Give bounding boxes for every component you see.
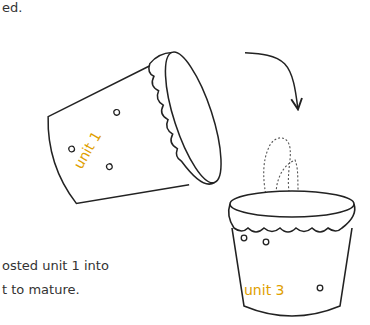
- pot-outline: [222, 108, 365, 322]
- drain-hole: [68, 145, 75, 152]
- drain-hole: [241, 235, 247, 241]
- drain-hole: [317, 285, 323, 291]
- unit-label: unit 3: [244, 282, 284, 298]
- pot-body: [232, 228, 352, 316]
- transfer-arrow: [245, 53, 298, 108]
- drain-hole: [106, 163, 113, 170]
- pot-mouth: [154, 47, 232, 189]
- caption-text: ed.: [2, 0, 22, 15]
- drain-hole: [263, 239, 269, 245]
- pot-outline: [15, 20, 245, 225]
- drain-hole: [113, 109, 120, 116]
- caption-text: t to mature.: [2, 282, 80, 297]
- caption-text: osted unit 1 into: [2, 258, 109, 273]
- pot-mouth: [230, 191, 354, 217]
- pot-unit: unit 3: [222, 108, 365, 322]
- pot-unit: unit 1: [15, 20, 245, 225]
